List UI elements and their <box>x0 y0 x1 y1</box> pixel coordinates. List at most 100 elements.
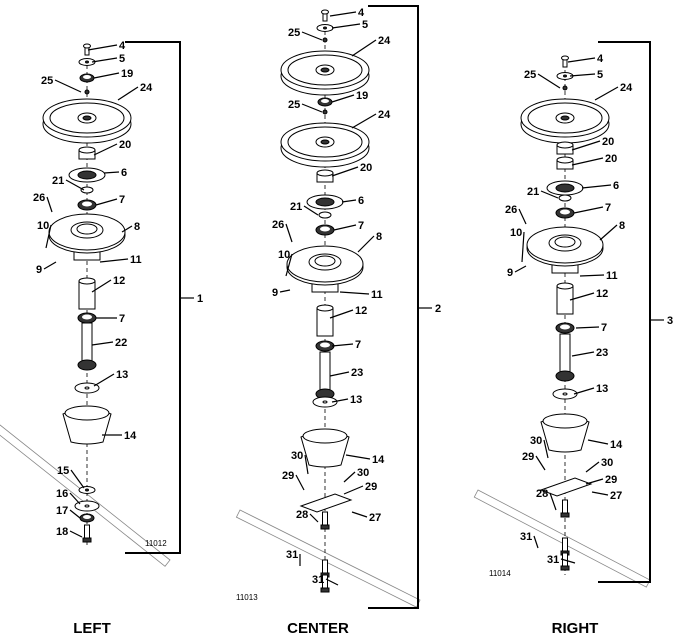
part-callout: 20 <box>602 136 614 148</box>
drawing-number: 11012 <box>145 539 167 548</box>
part-callout: 29 <box>365 481 377 493</box>
bolt-head-icon <box>561 55 569 61</box>
part-callout: 11 <box>606 270 618 282</box>
callout-leader <box>339 291 370 295</box>
callout-leader <box>285 223 293 243</box>
callout-leader <box>303 205 319 216</box>
pulley-bore-icon <box>560 115 570 121</box>
retaining-ring-icon <box>80 186 94 194</box>
retaining-ring-icon <box>318 211 332 219</box>
washer-hole-icon <box>322 400 328 404</box>
callout-leader <box>594 86 619 101</box>
part-callout: 7 <box>601 322 607 334</box>
center-assembly-title: CENTER <box>287 620 349 637</box>
callout-leader <box>331 166 359 177</box>
spindle-shaft-icon <box>559 333 571 375</box>
callout-leader <box>585 478 604 485</box>
callout-leader <box>571 140 601 151</box>
callout-leader <box>331 23 361 29</box>
part-callout: 26 <box>33 192 45 204</box>
drawing-number: 11014 <box>489 569 511 578</box>
bolt-head-icon <box>321 9 329 15</box>
callout-leader <box>309 513 319 523</box>
part-callout: 5 <box>119 53 125 65</box>
callout-leader <box>121 225 133 233</box>
part-callout: 6 <box>613 180 619 192</box>
callout-leader <box>357 235 375 253</box>
callout-leader <box>91 341 114 346</box>
part-callout: 25 <box>524 69 536 81</box>
bolt-head-icon <box>560 512 570 518</box>
assembly-bracket <box>125 41 181 554</box>
bushing-top-icon <box>556 156 574 164</box>
group-number-label: 2 <box>435 303 441 315</box>
callout-leader <box>93 72 120 79</box>
pulley-bore-icon <box>320 139 330 145</box>
part-callout: 7 <box>119 313 125 325</box>
part-callout: 11 <box>130 254 142 266</box>
bearing-housing-bore-icon <box>77 170 97 180</box>
bearing-race-icon <box>560 209 570 215</box>
part-callout: 22 <box>115 337 127 349</box>
washer-hole-icon <box>562 392 568 396</box>
callout-leader <box>571 157 604 166</box>
part-callout: 20 <box>360 162 372 174</box>
callout-leader <box>331 398 349 403</box>
part-callout: 6 <box>358 195 364 207</box>
part-callout: 9 <box>272 287 278 299</box>
spacer-tube-top-icon <box>556 282 574 290</box>
group-number-label: 1 <box>197 293 203 305</box>
part-callout: 24 <box>620 82 633 94</box>
bolt-head-icon <box>320 587 330 593</box>
callout-leader <box>560 558 576 564</box>
callout-leader <box>518 208 527 225</box>
washer-hole-icon <box>84 504 90 508</box>
callout-leader <box>573 387 595 395</box>
callout-leader <box>285 253 293 277</box>
part-callout: 14 <box>372 454 385 466</box>
callout-leader <box>569 73 596 77</box>
callout-leader <box>69 492 81 505</box>
part-callout: 21 <box>52 175 64 187</box>
part-callout: 7 <box>358 220 364 232</box>
callout-leader <box>325 578 339 586</box>
callout-leader <box>585 461 600 473</box>
bearing-race-icon <box>320 342 330 348</box>
callout-leader <box>91 279 112 293</box>
part-callout: 4 <box>597 53 604 65</box>
callout-leader <box>46 196 53 213</box>
part-callout: 9 <box>36 264 42 276</box>
part-callout: 29 <box>522 451 534 463</box>
callout-leader <box>575 326 600 329</box>
part-callout: 14 <box>124 430 137 442</box>
bearing-housing-bore-icon <box>315 197 335 207</box>
part-callout: 6 <box>121 167 127 179</box>
callout-leader <box>345 454 371 460</box>
set-screw-icon <box>322 37 328 43</box>
bolt-head-icon <box>82 537 92 543</box>
nut-hole-icon <box>83 515 91 519</box>
part-callout: 26 <box>505 204 517 216</box>
part-callout: 19 <box>356 90 368 102</box>
callout-leader <box>579 274 605 277</box>
part-callout: 14 <box>610 439 623 451</box>
mower-blade-icon <box>0 424 171 567</box>
callout-leader <box>69 509 81 519</box>
callout-leader <box>99 258 129 263</box>
spindle-bore-icon <box>314 255 336 267</box>
callout-leader <box>533 535 539 549</box>
spindle-shaft-icon <box>319 351 331 393</box>
right-assembly-title: RIGHT <box>551 620 599 637</box>
bearing-race-icon <box>320 226 330 232</box>
pulley-bore-icon <box>320 67 330 73</box>
part-callout: 28 <box>296 509 308 521</box>
mounting-plate-icon <box>299 493 353 513</box>
part-callout: 8 <box>619 220 625 232</box>
retaining-ring-icon <box>558 194 572 202</box>
part-callout: 27 <box>369 512 381 524</box>
callout-leader <box>301 103 323 113</box>
part-callout: 4 <box>119 40 126 52</box>
bushing-top-icon <box>78 146 96 154</box>
part-callout: 24 <box>378 35 391 47</box>
part-callout: 12 <box>355 305 367 317</box>
